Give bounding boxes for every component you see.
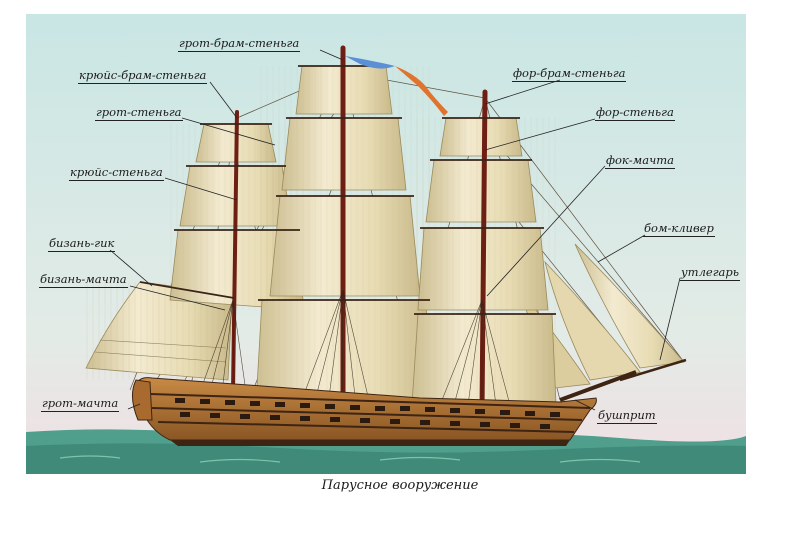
label-main-topgallant-mast: грот-брам-стеньга <box>178 36 301 52</box>
label-main-mast: грот-мачта <box>41 396 120 412</box>
label-spanker-boom: бизань-гик <box>48 236 116 252</box>
label-fore-topgallant-mast: фор-брам-стеньга <box>512 66 627 82</box>
label-bowsprit: бушприт <box>597 408 657 424</box>
leader-lines <box>109 49 681 411</box>
pennant <box>345 56 395 69</box>
label-mizzen-mast: бизань-мачта <box>39 272 128 288</box>
jib-sail <box>544 260 641 381</box>
figure-caption: Парусное вооружение <box>321 478 479 493</box>
label-fore-topmast: фор-стеньга <box>595 105 675 121</box>
ship-hull <box>132 377 597 446</box>
label-flying-jib: бом-кливер <box>643 221 715 237</box>
label-mizzen-topgallant-mast: крюйс-брам-стеньга <box>78 68 208 84</box>
label-jib-boom: утлегарь <box>680 265 740 281</box>
flying-jib-sail <box>574 243 685 369</box>
label-main-topmast: грот-стеньга <box>95 105 183 121</box>
bowsprit <box>559 370 637 402</box>
jib-boom <box>619 358 687 382</box>
label-foremast: фок-мачта <box>605 153 675 169</box>
label-mizzen-topmast: крюйс-стеньга <box>69 165 164 181</box>
